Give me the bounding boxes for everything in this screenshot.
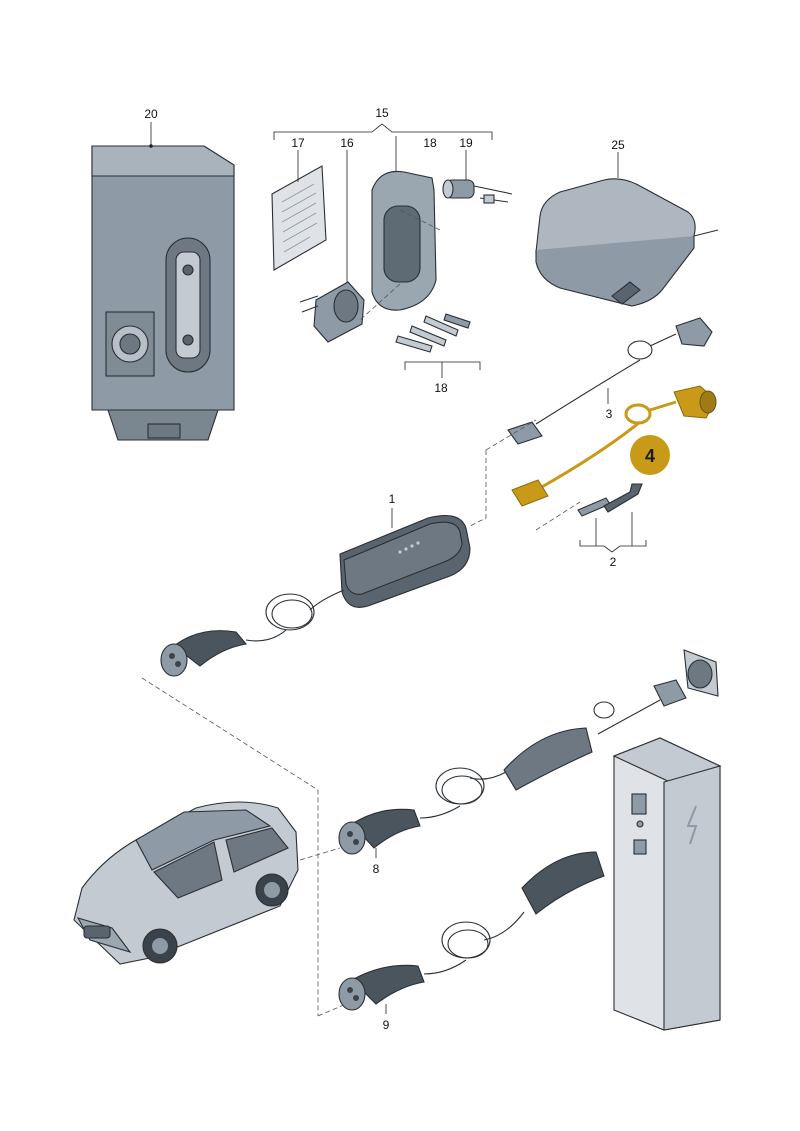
label-3: 3	[606, 407, 613, 421]
charging-cable-station	[338, 851, 605, 1011]
label-20: 20	[144, 107, 158, 121]
label-18-bottom: 18	[434, 381, 448, 395]
label-2: 2	[610, 555, 617, 569]
label-18-top: 18	[423, 136, 437, 150]
electric-car-suv	[73, 801, 299, 965]
label-8: 8	[373, 862, 380, 876]
label-25: 25	[611, 138, 625, 152]
label-1: 1	[389, 492, 396, 506]
label-9: 9	[383, 1018, 390, 1032]
mains-charging-cable	[507, 317, 713, 445]
instruction-sheet	[271, 165, 327, 271]
label-15: 15	[375, 106, 389, 120]
charging-station-pillar	[612, 737, 722, 1031]
wall-holder	[359, 170, 441, 321]
storage-bag	[535, 178, 719, 307]
label-16: 16	[340, 136, 354, 150]
mobile-charger-control-box	[160, 515, 471, 677]
wall-housing-box	[91, 145, 235, 441]
screw-and-hex-key	[577, 483, 643, 517]
label-19: 19	[459, 136, 473, 150]
label-17: 17	[291, 136, 305, 150]
label-4: 4	[645, 446, 655, 466]
callout-badge-4	[630, 435, 670, 475]
screws-and-dowels	[395, 313, 471, 353]
plug-adapter	[299, 281, 365, 343]
industrial-charging-cable-highlighted	[511, 385, 717, 507]
charging-cable-mains	[338, 649, 719, 855]
lock-cylinder	[442, 179, 513, 204]
